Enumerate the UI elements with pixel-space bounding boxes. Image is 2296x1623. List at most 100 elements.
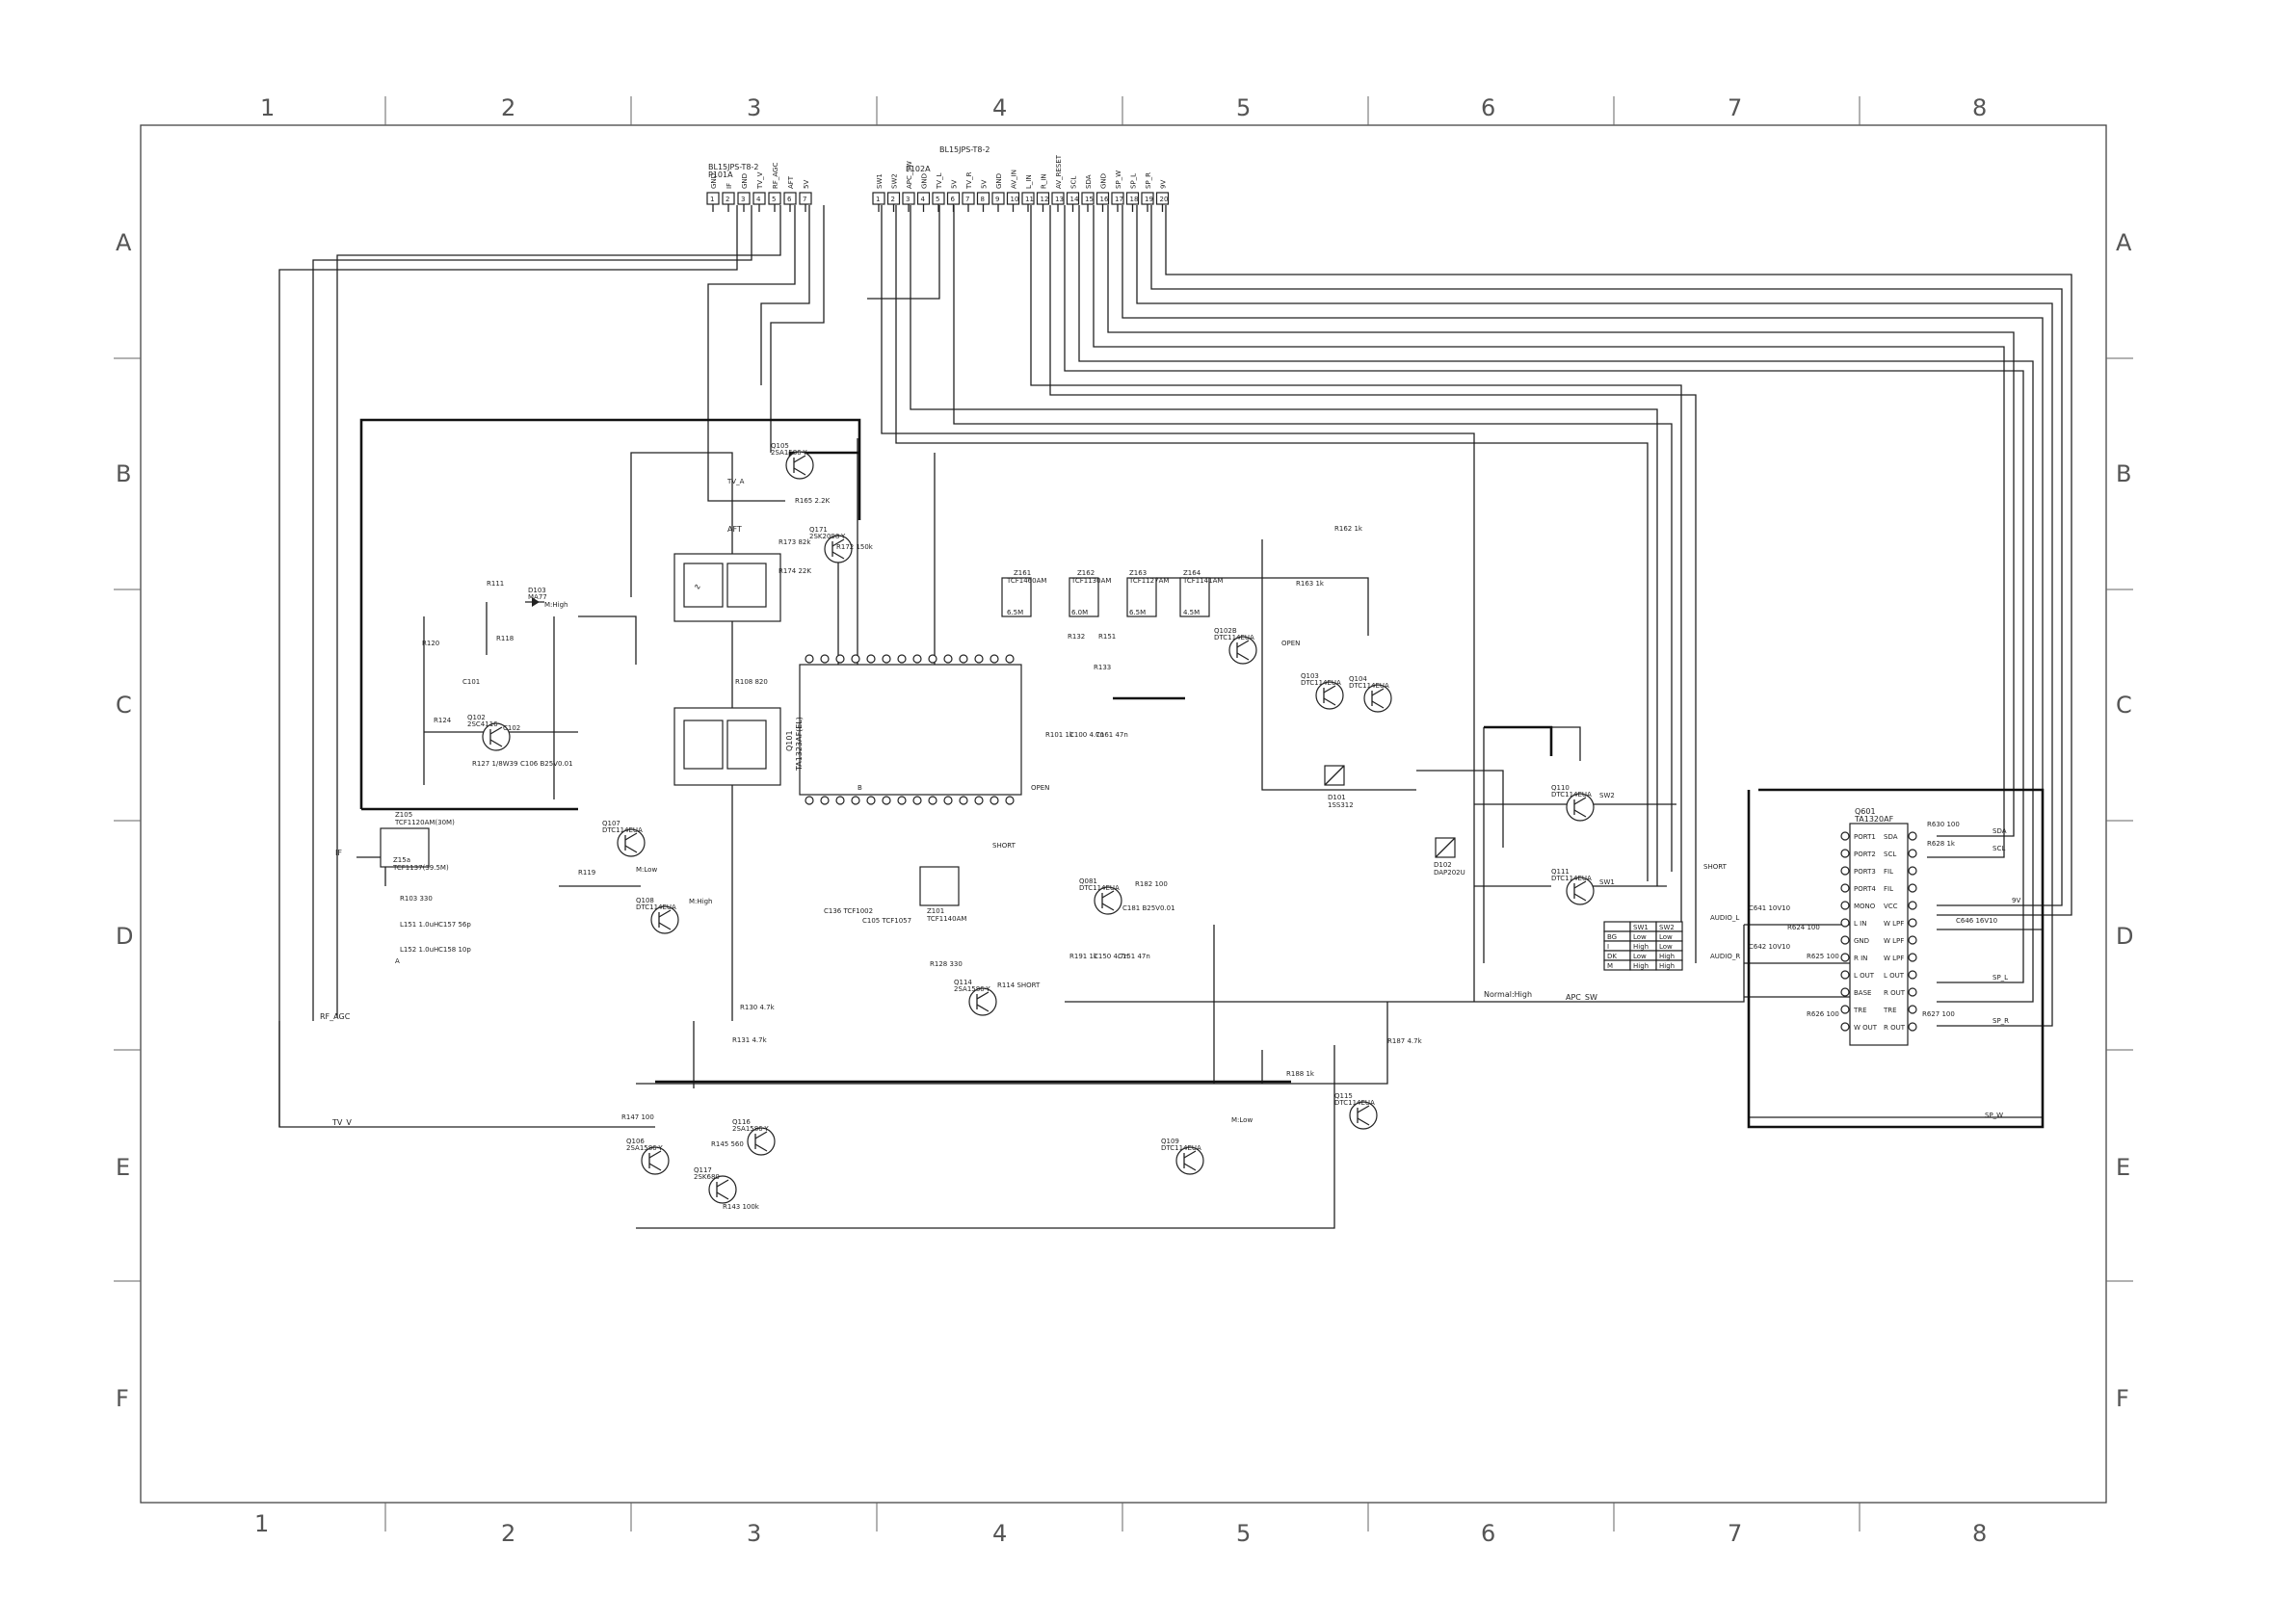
- transistor-ref: Q102: [467, 714, 486, 721]
- transistor-symbol: [1175, 1146, 1204, 1175]
- transistor-ref: Q109: [1161, 1138, 1179, 1145]
- truth-table-cell: [1603, 921, 1631, 932]
- label-r630: R630 100: [1927, 821, 1960, 828]
- q101-top-pin: [882, 654, 891, 664]
- q101-bottom-pin: [1005, 796, 1015, 805]
- transistor-symbol: [785, 451, 814, 480]
- label-m-low-1: M:Low: [636, 866, 657, 874]
- q601-right-pin-label: W LPF: [1884, 920, 1904, 928]
- label-scl: SCL: [1993, 845, 2005, 852]
- label-r127: R127 1/8W39: [472, 760, 518, 768]
- label-r114: R114 SHORT: [997, 982, 1041, 989]
- label-c136: C136 TCF1002: [824, 907, 873, 915]
- q101-bottom-pin: [959, 796, 968, 805]
- label-l151: L151 1.0uH: [400, 921, 438, 929]
- p102a-pin-number: 13: [1055, 196, 1064, 203]
- transistor-part: 2SA1586-Y: [732, 1125, 769, 1133]
- truth-table-text: Low: [1633, 953, 1647, 960]
- label-r173: R173 82k: [779, 538, 811, 546]
- transistor-part: DTC114EUA: [1301, 679, 1341, 687]
- label-c642: C642 10V10: [1749, 943, 1790, 951]
- p102a-pin-label: SP_L: [1130, 173, 1138, 189]
- transistor-part: DTC114EUA: [1551, 875, 1592, 882]
- q101-bottom-pin: [990, 796, 999, 805]
- d101-part: 1SS312: [1328, 801, 1354, 809]
- transistor-symbol: [1363, 684, 1392, 713]
- p101a-pin-label: AFT: [787, 175, 795, 189]
- grid-col-6-bottom: 6: [1481, 1520, 1495, 1547]
- p101a-pin-number: 5: [772, 196, 776, 203]
- p101a-pin-label: IF: [726, 183, 733, 189]
- truth-table-text: Low: [1659, 943, 1673, 951]
- transistor-ref: Q110: [1551, 784, 1570, 792]
- p101a-pin-label: 5V: [803, 180, 810, 189]
- grid-row-f-right: F: [2116, 1385, 2129, 1412]
- q601-left-pin: [1840, 935, 1850, 945]
- svg-text:∿: ∿: [694, 583, 701, 592]
- p101a-part: BL15JPS-T8-2: [708, 163, 759, 171]
- label-c101: C101: [462, 678, 480, 686]
- q601-right-pin-label: L OUT: [1884, 972, 1905, 980]
- label-c102: C102: [503, 724, 520, 732]
- label-r174: R174 22K: [779, 567, 811, 575]
- grid-row-d: D: [116, 923, 133, 950]
- q101-bottom-pin: [974, 796, 984, 805]
- diode-d101: D101 1SS312: [1324, 765, 1354, 809]
- q601-right-pin: [1908, 883, 1917, 893]
- z164-part: TCF1141AM: [1182, 577, 1223, 585]
- transistor-symbol: [482, 722, 511, 751]
- q601-right-pin-label: SCL: [1884, 851, 1896, 858]
- transistor-ref: Q081: [1079, 877, 1097, 885]
- label-b: B: [858, 784, 862, 792]
- label-r118: R118: [496, 635, 514, 642]
- label-r133: R133: [1094, 664, 1111, 671]
- p101a-pin-number: 7: [803, 196, 806, 203]
- q601-right-pin: [1908, 1022, 1917, 1032]
- label-sda: SDA: [1993, 827, 2007, 835]
- label-short-2: SHORT: [1703, 863, 1728, 871]
- q601-left-pin-label: BASE: [1854, 989, 1871, 997]
- transistor-group: Q1052SA1586-YQ1712SK2098-YQ1022SC4116Q10…: [467, 442, 1595, 1204]
- q101-bottom-pin: [882, 796, 891, 805]
- truth-table-text: SW1: [1633, 924, 1649, 931]
- grid-col-1: 1: [260, 94, 275, 121]
- q601-right-pin: [1908, 901, 1917, 910]
- q101-top-pin: [928, 654, 937, 664]
- label-m-low-2: M:Low: [1231, 1116, 1253, 1124]
- p102a-part: BL15JPS-T8-2: [939, 145, 990, 154]
- p101a-ref: P101A: [708, 170, 733, 179]
- label-r101: R101 1k: [1045, 731, 1074, 739]
- label-m-high-1: M:High: [544, 601, 568, 609]
- truth-table-cell: [1655, 959, 1683, 971]
- p102a-pin-number: 7: [965, 196, 969, 203]
- p102a-ref: P102A: [906, 165, 931, 173]
- grid-rows: A B C D E F A B C D E F: [114, 229, 2133, 1412]
- q601-left-pin-label: PORT2: [1854, 851, 1876, 858]
- grid-row-c-right: C: [2116, 692, 2132, 719]
- transistor-part: DTC114EUA: [1161, 1144, 1201, 1152]
- label-r111: R111: [487, 580, 504, 588]
- label-c150: C150 4.7n: [1094, 953, 1128, 960]
- d103-part: MA77: [528, 593, 547, 601]
- transistor-part: 2SC4116: [467, 720, 498, 728]
- label-c646: C646 16V10: [1956, 917, 1997, 925]
- signal-labels: AFT IF RF_AGC TV_V TV_A M:High M:High M:…: [320, 478, 2020, 1127]
- p102a-pin-number: 12: [1041, 196, 1049, 203]
- connector-p102a: BL15JPS-T8-2 P102A 1SW12SW23APC_SW4GND5T…: [872, 145, 1170, 212]
- q601-left-pin: [1840, 970, 1850, 980]
- q601-left-pin-label: PORT1: [1854, 833, 1876, 841]
- transistor-part: 2SA1586-Y: [771, 449, 807, 457]
- transistor-ref: Q107: [602, 820, 620, 827]
- q101-bottom-pin: [851, 796, 860, 805]
- truth-table-text: DK: [1607, 953, 1617, 960]
- label-r130: R130 4.7k: [740, 1004, 776, 1011]
- q101-bottom-pin: [805, 796, 814, 805]
- q101-top-pin: [1005, 654, 1015, 664]
- q601-right-pin: [1908, 987, 1917, 997]
- d102-ref: D102: [1434, 861, 1452, 869]
- label-r145: R145 560: [711, 1140, 744, 1148]
- z161-ref: Z161: [1014, 569, 1031, 577]
- z162-freq: 6.0M: [1071, 609, 1088, 616]
